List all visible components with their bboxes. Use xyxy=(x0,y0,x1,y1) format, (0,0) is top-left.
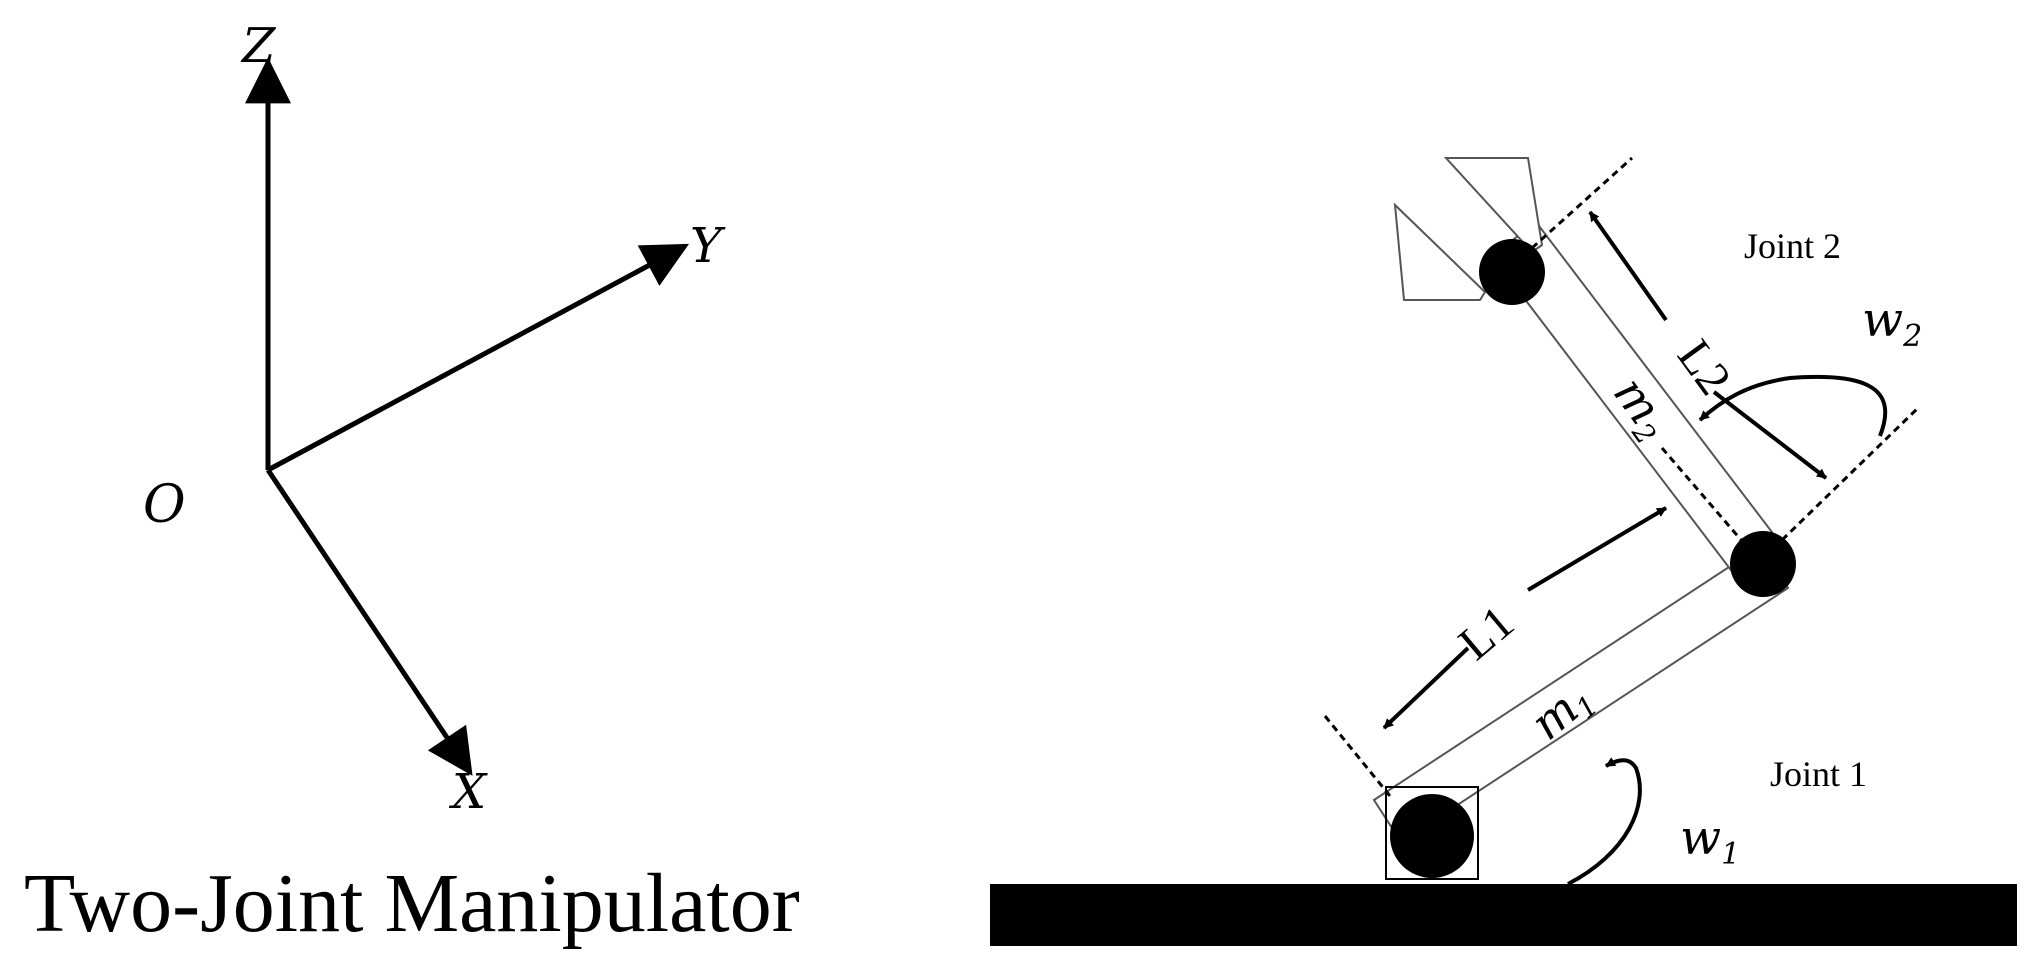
y-axis-label: Y xyxy=(690,218,726,274)
joint1-ball xyxy=(1390,794,1474,878)
z-axis-label: Z xyxy=(240,18,277,74)
l2-label: L2 xyxy=(1667,330,1741,404)
manipulator: Joint 2 Joint 1 L1 L2 m1 m2 w2 w1 xyxy=(990,156,2017,946)
joint1-housing xyxy=(1385,786,1479,880)
x-axis xyxy=(265,468,473,776)
x-axis-label: X xyxy=(448,764,488,820)
guide-line-elbow-inner xyxy=(1660,447,1750,549)
gripper-upper-finger xyxy=(1443,157,1544,254)
ground-base xyxy=(990,884,2017,946)
guide-line-elbow-outer xyxy=(1780,406,1920,542)
l2-dimension-arrow-lower xyxy=(1712,390,1828,480)
gripper-lower-finger xyxy=(1393,202,1487,301)
joint2-rate-label: w2 xyxy=(1862,292,1922,354)
figure-caption: Two-Joint Manipulator xyxy=(24,857,800,950)
joint1-rate-label: w1 xyxy=(1680,810,1740,872)
end-effector-ball xyxy=(1479,239,1545,305)
joint2-rotation-arrow xyxy=(1698,374,1888,437)
joint1-rotation-arrow xyxy=(1567,757,1642,886)
l1-dimension-arrow-upper xyxy=(1526,506,1668,592)
joint1-label: Joint 1 xyxy=(1770,754,1867,794)
l2-dimension-arrow-upper xyxy=(1588,210,1668,322)
guide-line-tip xyxy=(1530,156,1634,250)
joint2-label: Joint 2 xyxy=(1744,226,1841,266)
origin-label: O xyxy=(143,475,186,535)
guide-line-base xyxy=(1323,715,1392,797)
coordinate-frame: Z Y X O xyxy=(143,18,726,820)
l1-dimension-arrow-lower xyxy=(1382,646,1470,730)
joint2-ball xyxy=(1730,531,1796,597)
y-axis xyxy=(266,243,690,473)
l1-label: L1 xyxy=(1449,596,1524,671)
